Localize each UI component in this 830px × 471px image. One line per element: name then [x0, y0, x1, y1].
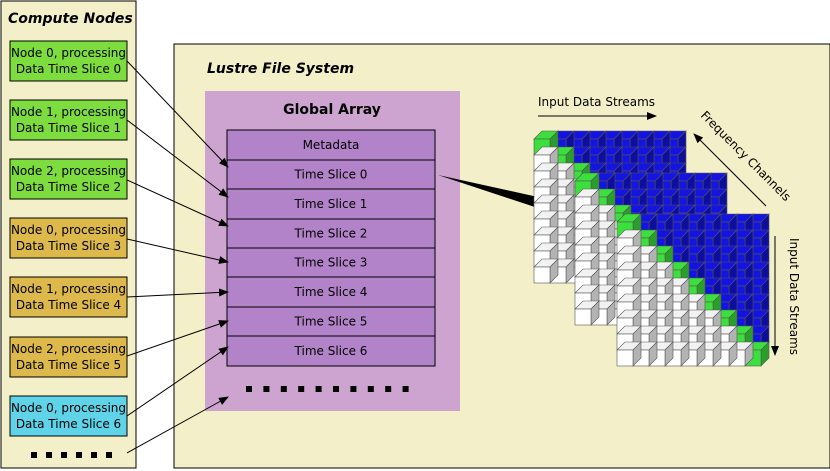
global-array-ellipsis — [246, 386, 409, 392]
compute-nodes-ellipsis — [31, 452, 112, 458]
data-cube-cell — [616, 341, 642, 367]
time-slice-callout-wedge — [438, 175, 556, 212]
compute-node-line2: Data Time Slice 5 — [16, 358, 121, 372]
data-cube-cell — [574, 300, 600, 326]
row-label: Time Slice 4 — [294, 285, 368, 299]
row-label: Time Slice 6 — [294, 344, 368, 358]
input-streams-right-label: Input Data Streams — [787, 238, 801, 355]
compute-node-line2: Data Time Slice 0 — [16, 62, 121, 76]
time-slice-row: Time Slice 6 — [226, 335, 436, 367]
compute-node-line1: Node 0, processing — [11, 223, 126, 237]
row-label: Metadata — [303, 138, 360, 152]
compute-node-line2: Data Time Slice 2 — [16, 180, 121, 194]
global-array-title: Global Array — [283, 102, 381, 118]
row-label: Time Slice 5 — [294, 315, 368, 329]
frequency-channels-arrow — [693, 133, 767, 207]
compute-node-line1: Node 1, processing — [11, 105, 126, 119]
compute-node-line1: Node 1, processing — [11, 282, 126, 296]
compute-node-line2: Data Time Slice 6 — [16, 417, 121, 431]
time-slice-row: Time Slice 5 — [226, 306, 436, 337]
time-slice-row: Time Slice 4 — [226, 276, 436, 308]
row-label: Time Slice 0 — [294, 168, 368, 182]
time-slice-row: Time Slice 0 — [226, 159, 436, 190]
node-to-slice-arrows — [126, 60, 229, 454]
data-cube-cell — [533, 258, 559, 284]
compute-node-line2: Data Time Slice 4 — [16, 298, 121, 312]
time-slice-row: Time Slice 1 — [226, 188, 436, 220]
data-cube-stack — [533, 130, 770, 367]
compute-node-line1: Node 2, processing — [11, 164, 126, 178]
compute-node-line2: Data Time Slice 1 — [16, 121, 121, 135]
compute-node-line1: Node 0, processing — [11, 401, 126, 415]
metadata-row: Metadata — [226, 129, 436, 161]
lustre-title: Lustre File System — [207, 61, 354, 77]
row-label: Time Slice 2 — [294, 227, 368, 241]
compute-node-line2: Data Time Slice 3 — [16, 239, 121, 253]
time-slice-row: Time Slice 3 — [226, 247, 436, 278]
row-label: Time Slice 3 — [294, 256, 368, 270]
time-slice-row: Time Slice 2 — [226, 218, 436, 249]
compute-nodes-title: Compute Nodes — [8, 11, 133, 27]
row-label: Time Slice 1 — [294, 197, 368, 211]
compute-node-line1: Node 2, processing — [11, 342, 126, 356]
input-streams-top-label: Input Data Streams — [538, 95, 655, 109]
compute-node-line1: Node 0, processing — [11, 46, 126, 60]
